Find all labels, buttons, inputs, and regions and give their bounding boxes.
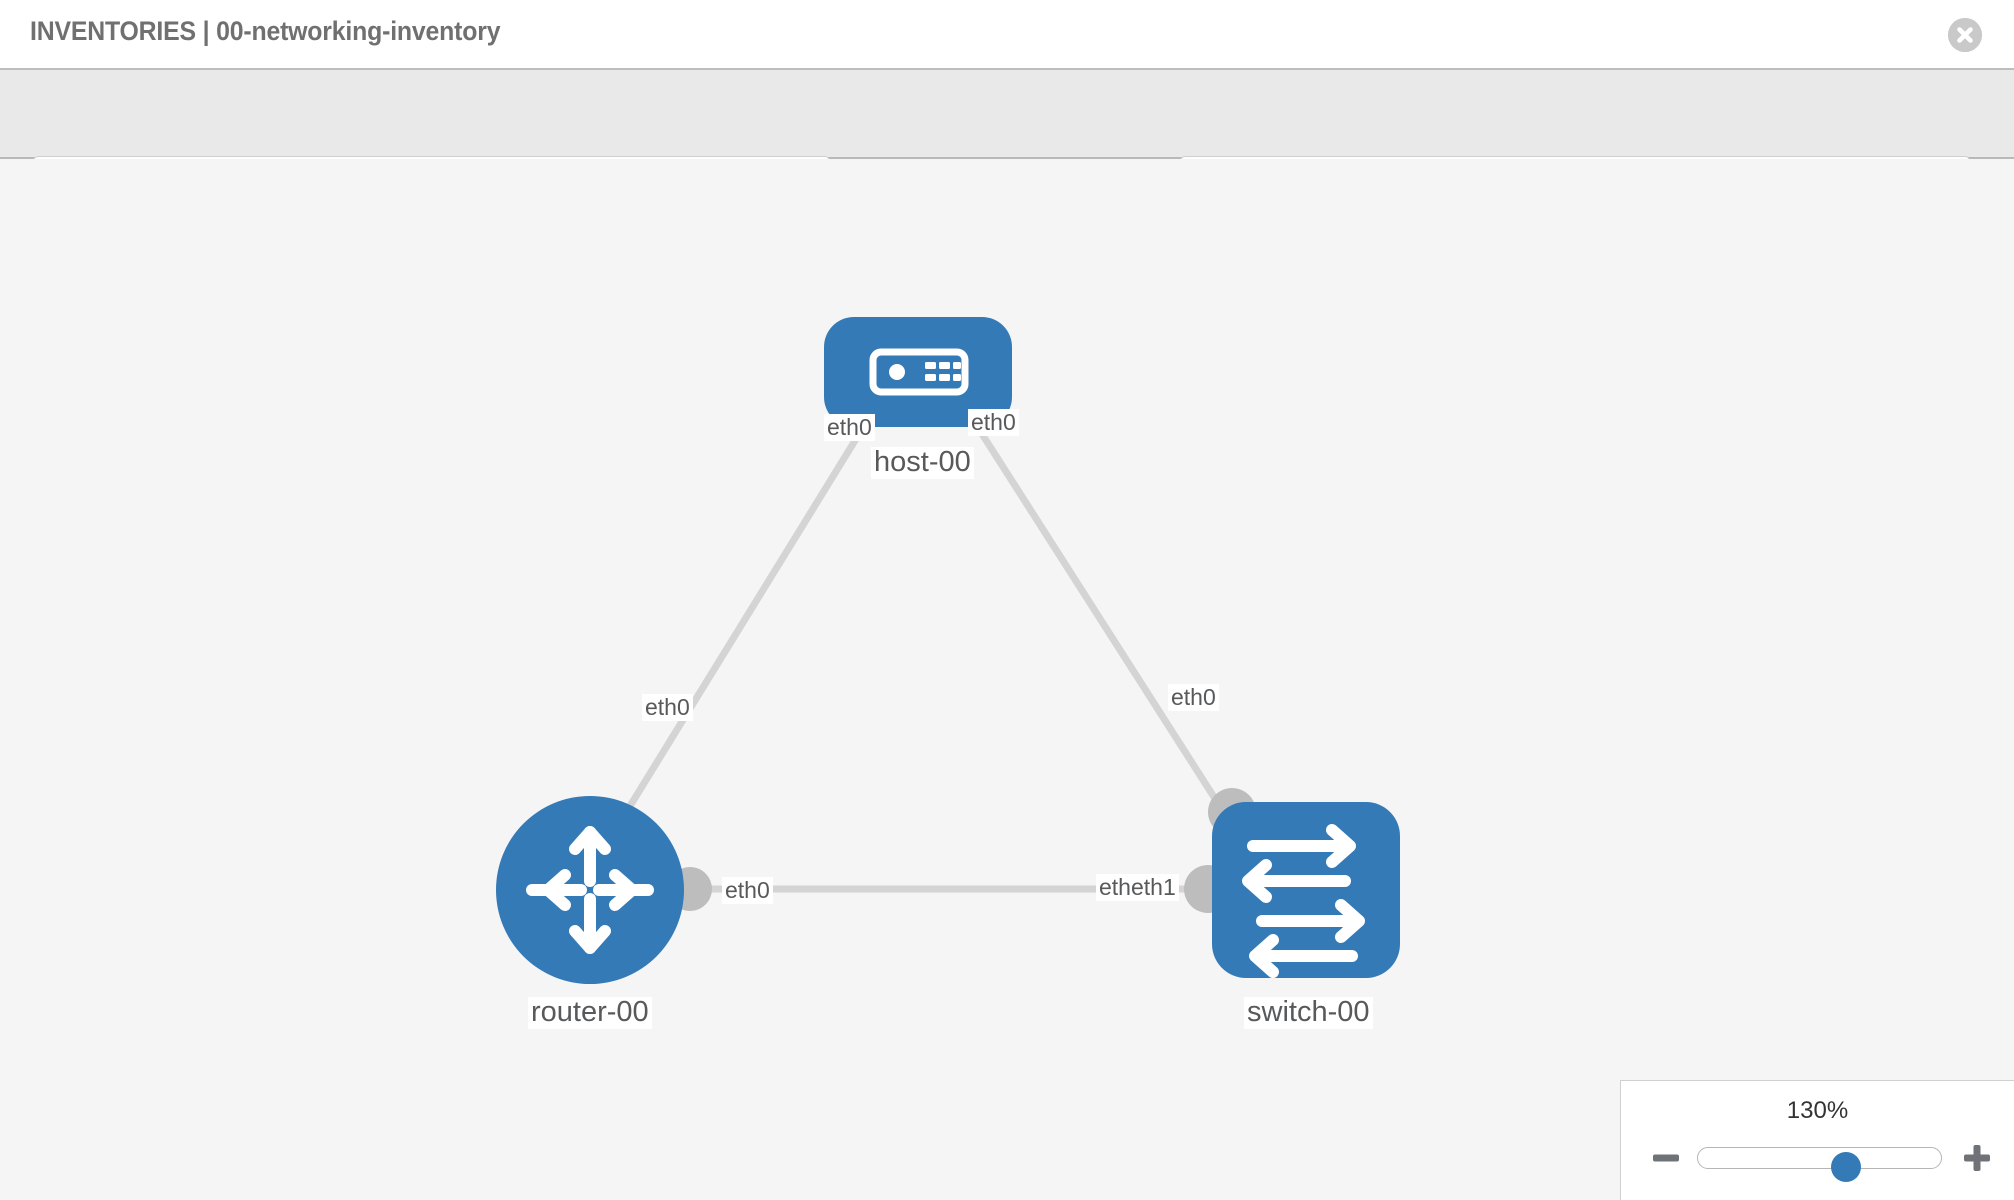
switch-arrows-icon bbox=[1242, 824, 1365, 978]
zoom-slider-track[interactable] bbox=[1697, 1147, 1942, 1182]
toolbar: ACTIONS bbox=[0, 70, 2014, 213]
edge-label-host-right: eth0 bbox=[968, 409, 1019, 437]
link-host-switch bbox=[949, 385, 1231, 821]
zoom-in-button[interactable] bbox=[1960, 1141, 1994, 1175]
node-label-router-00: router-00 bbox=[528, 996, 652, 1029]
node-label-switch-00: switch-00 bbox=[1244, 996, 1373, 1029]
topology-canvas[interactable]: eth0 eth0 eth0 eth0 eth0 etheth1 host-00… bbox=[0, 159, 2014, 1200]
zoom-control-panel: 130% bbox=[1620, 1080, 2014, 1200]
router-arrows-icon bbox=[526, 826, 654, 954]
server-icon bbox=[869, 348, 969, 396]
edge-label-switch-left: etheth1 bbox=[1096, 874, 1179, 902]
zoom-out-button[interactable] bbox=[1649, 1141, 1683, 1175]
page-title: INVENTORIES | 00-networking-inventory bbox=[30, 16, 501, 46]
edge-label-host-left: eth0 bbox=[824, 414, 875, 442]
node-label-host-00: host-00 bbox=[871, 446, 974, 479]
topology-graph bbox=[496, 317, 1400, 984]
zoom-level-value: 130% bbox=[1786, 1097, 1849, 1124]
node-host-00 bbox=[824, 317, 1012, 427]
page-header: INVENTORIES | 00-networking-inventory bbox=[0, 0, 2014, 70]
edge-label-switch-upper: eth0 bbox=[1168, 684, 1219, 712]
edge-label-router-right: eth0 bbox=[722, 877, 773, 905]
zoom-slider-thumb[interactable] bbox=[1831, 1152, 1862, 1182]
close-icon[interactable] bbox=[1948, 18, 1982, 52]
link-host-router bbox=[619, 385, 891, 821]
zoom-slider-row bbox=[1621, 1139, 2014, 1182]
node-switch-00 bbox=[1212, 802, 1400, 978]
edge-label-router-upper: eth0 bbox=[642, 694, 693, 722]
node-router-00 bbox=[496, 796, 684, 984]
